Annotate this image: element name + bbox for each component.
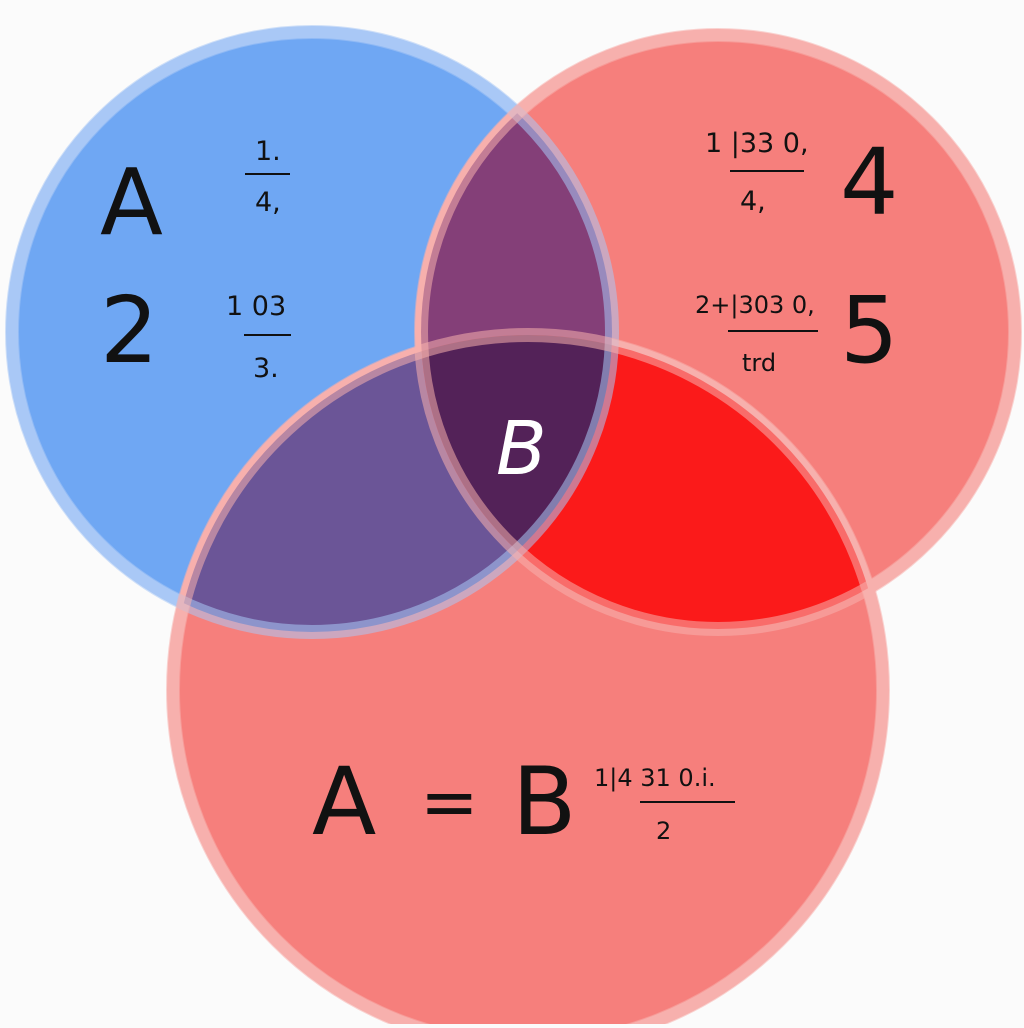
fraction-left-top-numerator: 1. (255, 136, 281, 167)
equation-b: B (512, 748, 577, 857)
label-a: A (100, 149, 163, 256)
fraction-right-top-denominator: 4, (740, 186, 766, 217)
fraction-right-bottom: 2+|303 0, trd (695, 291, 818, 377)
fraction-right-bottom-numerator: 2+|303 0, (695, 291, 815, 319)
rings-layer (5, 25, 1022, 1028)
fraction-bottom-numerator: 1|4 31 0.i. (594, 764, 716, 792)
overlap-blue-bottom-red (173, 335, 612, 632)
fraction-right-bottom-denominator: trd (742, 349, 776, 377)
fraction-left-bottom-denominator: 3. (253, 353, 279, 384)
fraction-left-bottom: 1 03 3. (226, 291, 291, 384)
label-four: 4 (840, 129, 899, 236)
label-five: 5 (840, 277, 899, 384)
fraction-bottom-denominator: 2 (656, 817, 671, 845)
fraction-left-bottom-numerator: 1 03 (226, 291, 286, 322)
bottom-red-circle-ring (166, 328, 890, 1028)
label-two: 2 (100, 277, 159, 384)
overlap-top-red-bottom-red (421, 335, 883, 629)
fraction-right-top: 1 |33 0, 4, (705, 128, 809, 217)
equation: A = B (312, 748, 577, 857)
fraction-right-top-numerator: 1 |33 0, (705, 128, 809, 159)
fraction-left-top: 1. 4, (245, 136, 290, 218)
blue-circle-ring (5, 25, 619, 639)
fraction-left-top-denominator: 4, (255, 187, 281, 218)
equation-equals: = (420, 761, 479, 843)
top-red-circle-ring (414, 28, 1022, 636)
equation-a: A (312, 748, 376, 857)
label-b-center: B (496, 406, 547, 492)
fraction-bottom: 1|4 31 0.i. 2 (594, 764, 735, 845)
